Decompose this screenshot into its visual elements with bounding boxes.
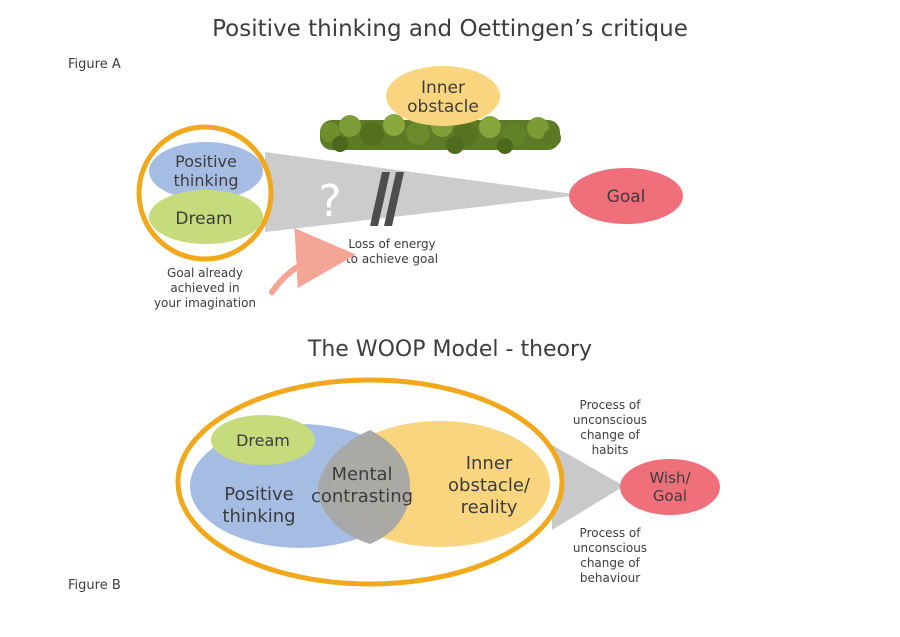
question-mark: ? [318, 176, 341, 227]
hedge-obstacle [320, 114, 561, 154]
positive-thinking-b-line1: Positive [224, 484, 293, 505]
positive-thinking-line1: Positive [175, 152, 237, 171]
dream-bubble [149, 190, 263, 244]
mental-contrasting-line2: contrasting [311, 486, 413, 507]
figure-a-label: Figure A [68, 57, 121, 72]
goal-bubble [569, 168, 683, 224]
positive-thinking-line2: thinking [173, 171, 238, 190]
dream-circle-b [211, 415, 315, 465]
loss-of-energy-line1: Loss of energy [348, 237, 435, 251]
process-behaviour-line2: unconscious [573, 541, 647, 555]
inner-obstacle-line2: obstacle [407, 97, 479, 117]
process-behaviour-line3: change of [580, 556, 640, 570]
positive-thinking-bubble [149, 142, 263, 200]
goal-achieved-line1: Goal already [167, 266, 243, 280]
goal-achieved-line3: your imagination [154, 296, 256, 310]
loss-of-energy-line2: to achieve goal [346, 252, 438, 266]
process-habits-line3: change of [580, 428, 640, 442]
figure-b-title: The WOOP Model - theory [307, 337, 592, 362]
inner-obstacle-line1: Inner [421, 78, 465, 98]
inner-obstacle-bubble [386, 66, 500, 126]
positive-thinking-b-line2: thinking [222, 506, 295, 527]
figure-b-label: Figure B [68, 578, 121, 593]
goal-achieved-line2: achieved in [170, 281, 239, 295]
wish-goal-line1: Wish/ [649, 469, 691, 487]
goal-label: Goal [607, 187, 646, 207]
wish-goal-bubble [620, 459, 720, 515]
dream-label: Dream [175, 209, 232, 229]
curved-arrow-icon [269, 228, 356, 295]
process-behaviour-line1: Process of [580, 526, 642, 540]
mental-contrasting-overlap [318, 430, 410, 544]
figure-a-funnel [265, 152, 580, 232]
process-habits-line1: Process of [580, 398, 642, 412]
dream-label-b: Dream [236, 431, 290, 450]
figure-b-funnel [552, 445, 624, 530]
process-habits-line4: habits [592, 443, 629, 457]
wish-goal-line2: Goal [653, 487, 687, 505]
inner-obstacle-b-line2: obstacle/ [448, 475, 531, 496]
mental-contrasting-line1: Mental [331, 464, 392, 485]
break-lines-icon [370, 172, 404, 226]
figure-a-title: Positive thinking and Oettingen’s critiq… [212, 16, 688, 42]
process-habits-line2: unconscious [573, 413, 647, 427]
inner-obstacle-b-line3: reality [461, 497, 518, 518]
process-behaviour-line4: behaviour [580, 571, 640, 585]
inner-obstacle-b-line1: Inner [466, 453, 513, 474]
